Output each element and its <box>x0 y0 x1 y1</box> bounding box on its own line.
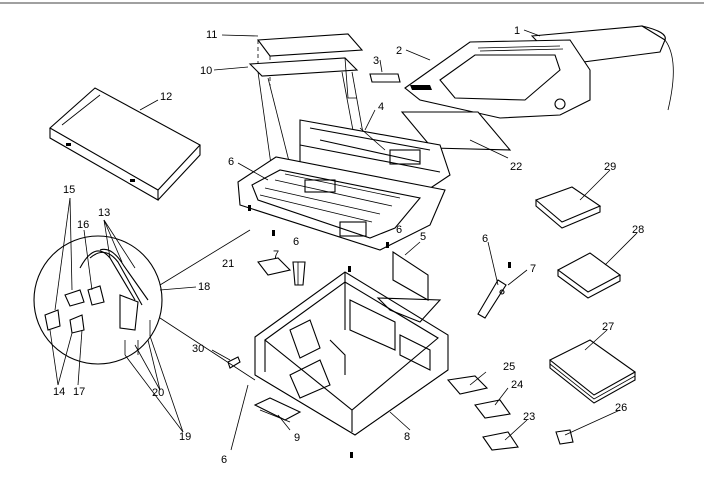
part-21-plate <box>257 257 292 276</box>
callout-2: 2 <box>396 45 402 57</box>
callout-6e: 6 <box>221 454 227 466</box>
part-23-card <box>482 431 519 451</box>
callout-26: 26 <box>615 402 627 414</box>
callout-10: 10 <box>200 65 212 77</box>
part-5-side-panel <box>392 250 429 301</box>
part-28-manual <box>556 252 622 299</box>
callout-19: 19 <box>179 431 191 443</box>
callout-8: 8 <box>404 431 410 443</box>
callout-23: 23 <box>523 411 535 423</box>
part-11-rail <box>256 33 364 86</box>
inset-callout-leaders <box>49 197 197 433</box>
callout-5: 5 <box>420 231 426 243</box>
callout-20: 20 <box>152 387 164 399</box>
part-2-top-cover <box>404 39 591 119</box>
callout-7a: 7 <box>273 249 279 261</box>
callout-labels: 1 2 3 4 5 6 6 6 6 6 7 7 8 9 10 11 12 13 … <box>53 25 644 466</box>
callout-24: 24 <box>511 379 523 391</box>
callout-leaders <box>139 29 638 451</box>
callout-13: 13 <box>98 207 110 219</box>
callout-12: 12 <box>160 91 172 103</box>
part-10-strip <box>248 57 359 99</box>
callout-14: 14 <box>53 386 65 398</box>
callout-11: 11 <box>206 29 217 41</box>
part-7-bracket-left <box>292 261 306 286</box>
callout-30: 30 <box>192 343 204 355</box>
part-25-card <box>446 375 489 395</box>
callout-16: 16 <box>77 219 89 231</box>
callout-9: 9 <box>294 432 300 444</box>
part-5-bracket <box>376 297 442 323</box>
callout-28: 28 <box>632 224 644 236</box>
part-29-manual <box>534 186 602 229</box>
callout-3: 3 <box>373 55 379 67</box>
callout-6d: 6 <box>482 233 488 245</box>
callout-15: 15 <box>63 184 75 196</box>
part-22-window <box>400 111 512 151</box>
part-24-card <box>474 399 511 419</box>
part-6-keyboard-frame <box>237 156 446 251</box>
part-4-chassis <box>299 119 451 196</box>
screws <box>248 205 511 458</box>
callout-29: 29 <box>604 161 616 173</box>
callout-21: 21 <box>222 258 234 270</box>
callout-4: 4 <box>378 101 384 113</box>
part-3-strip <box>369 73 401 83</box>
callout-7b: 7 <box>530 263 536 275</box>
callout-27: 27 <box>602 321 614 333</box>
detail-inset-circle <box>33 229 256 381</box>
callout-6a: 6 <box>228 156 234 168</box>
callout-25: 25 <box>503 361 515 373</box>
callout-6b: 6 <box>293 236 299 248</box>
callout-22: 22 <box>510 161 522 173</box>
part-9-handle <box>253 397 302 423</box>
part-30-piece <box>227 356 241 369</box>
part-8-base-housing <box>254 271 449 436</box>
callout-17: 17 <box>73 386 85 398</box>
part-12-keyboard-cover <box>49 87 201 201</box>
part-27-manual <box>548 339 637 404</box>
part-7-bracket-right <box>477 279 507 319</box>
callout-1: 1 <box>514 25 520 37</box>
callout-6c: 6 <box>396 224 402 236</box>
callout-18: 18 <box>198 281 210 293</box>
